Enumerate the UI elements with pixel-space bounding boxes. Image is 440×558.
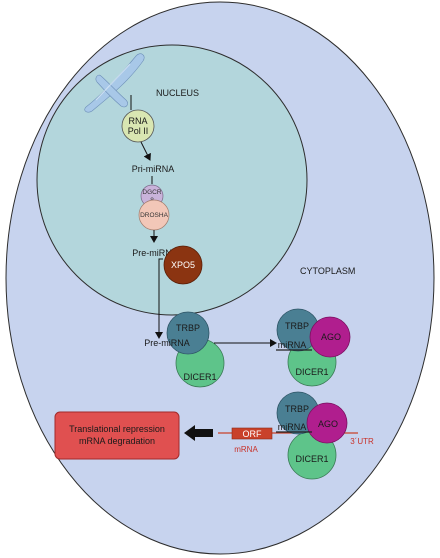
chromosome-icon [84,53,145,113]
orf-box [231,427,273,440]
trbp-label-3: TRBP [285,404,309,414]
mirna-label-2: miRNA [278,340,307,350]
ago-node-2 [309,316,351,358]
risc-complex-2: TRBP AGO miRNA DICER1 [276,308,351,387]
dicer1-label-2: DICER1 [295,367,328,377]
mirna-label-3: miRNA [278,422,307,432]
export-path [158,258,163,338]
outcome-box: Translational repression mRNA degradatio… [54,411,180,460]
mrna-label: mRNA [234,445,258,454]
outcome-arrow-icon [184,425,213,441]
pri-mirna-label: Pri-miRNA [132,164,175,174]
dicer-complex-1: TRBP DICER1 Pre-miRNA [144,311,225,388]
orf-label: ORF [243,429,263,439]
cytoplasm-label: CYTOPLASM [300,266,355,276]
nucleus [36,44,308,316]
rna-pol-ii-node [121,109,155,143]
ago-label-2: AGO [321,332,341,342]
outcome-label-line1: Translational repression [69,424,165,434]
drosha-label: DROSHA [140,212,168,219]
trbp-node-1 [166,311,210,355]
ago-label-3: AGO [318,419,338,429]
nucleus-label: NUCLEUS [156,88,199,98]
xpo5-label: XPO5 [171,260,195,270]
dicer1-label-3: DICER1 [295,454,328,464]
rna-pol-ii-label-line1: RNA [128,116,147,126]
pol-to-primirna-arrow [140,141,151,161]
rna-pol-ii-label-line2: Pol II [128,126,149,136]
ago-node-3 [306,402,348,444]
dgcr8-label-line1: DGCR [142,189,161,196]
trbp-label-2: TRBP [285,321,309,331]
xpo5-node [163,245,203,285]
risc-complex-3: TRBP AGO miRNA DICER1 [276,391,348,480]
pre-mirna-cytoplasm-label: Pre-miRNA [144,338,190,348]
pre-mirna-nucleus-label: Pre-miRNA [132,248,178,258]
outcome-box-bg [54,411,180,460]
outcome-label-line2: mRNA degradation [79,436,155,446]
dicer1-label-1: DICER1 [183,372,216,382]
trbp-label-1: TRBP [176,323,200,333]
utr-label: 3´UTR [350,437,374,446]
